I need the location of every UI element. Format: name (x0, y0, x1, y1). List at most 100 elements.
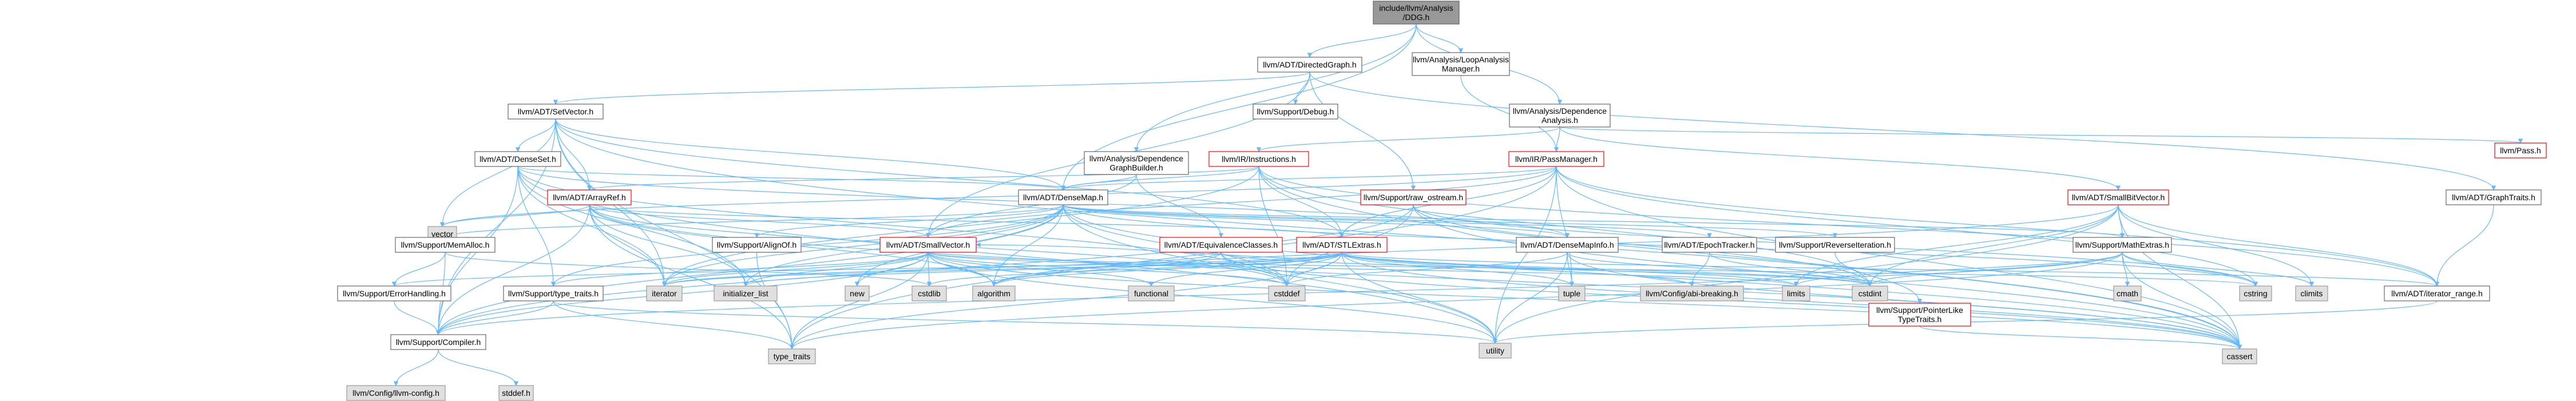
node-rawostream[interactable]: llvm/Support/raw_ostream.h (1360, 189, 1467, 205)
node-stlextras[interactable]: llvm/ADT/STLExtras.h (1296, 237, 1388, 253)
node-box-initlist[interactable] (714, 285, 778, 301)
node-configabi[interactable]: llvm/Config/abi-breaking.h (1640, 285, 1744, 301)
node-box-equivclasses[interactable] (1159, 237, 1283, 253)
node-cassert[interactable]: cassert (2222, 348, 2257, 364)
node-debug[interactable]: llvm/Support/Debug.h (1253, 104, 1338, 120)
node-box-llvmconfig[interactable] (346, 385, 446, 401)
node-cstddef[interactable]: cstddef (1268, 285, 1306, 301)
node-cstdlib[interactable]: cstdlib (911, 285, 947, 301)
node-box-rawostream[interactable] (1360, 189, 1467, 205)
node-box-densemap[interactable] (1018, 189, 1108, 205)
node-box-smallvector[interactable] (879, 237, 977, 253)
node-box-pointerlike[interactable] (1868, 303, 1971, 327)
node-typetraitsstd[interactable]: type_traits (768, 348, 816, 364)
node-epochtracker[interactable]: llvm/ADT/EpochTracker.h (1662, 237, 1757, 253)
node-box-memalloc[interactable] (395, 237, 496, 253)
node-errorhandling[interactable]: llvm/Support/ErrorHandling.h (337, 285, 451, 301)
node-box-algorithm[interactable] (972, 285, 1016, 301)
node-box-passmanager[interactable] (1508, 151, 1604, 167)
node-smallvector[interactable]: llvm/ADT/SmallVector.h (879, 237, 977, 253)
node-box-root[interactable] (1373, 1, 1460, 25)
node-box-mathextras[interactable] (2072, 237, 2172, 253)
node-box-limits[interactable] (1782, 285, 1810, 301)
node-box-tuple[interactable] (1558, 285, 1586, 301)
node-llvmconfig[interactable]: llvm/Config/llvm-config.h (346, 385, 446, 401)
node-box-setvector[interactable] (508, 104, 604, 120)
node-graphtraits[interactable]: llvm/ADT/GraphTraits.h (2446, 189, 2542, 205)
node-box-arrayref[interactable] (547, 189, 632, 205)
node-new[interactable]: new (845, 285, 870, 301)
node-box-climits[interactable] (2295, 285, 2328, 301)
node-box-cmath[interactable] (2113, 285, 2142, 301)
node-box-new[interactable] (845, 285, 870, 301)
node-box-compiler[interactable] (390, 334, 486, 350)
node-box-depgraphbuilder[interactable] (1084, 151, 1189, 175)
node-box-smallbitvector[interactable] (2067, 189, 2169, 205)
node-box-alignof[interactable] (712, 237, 802, 253)
node-box-errorhandling[interactable] (337, 285, 451, 301)
node-cstring[interactable]: cstring (2239, 285, 2272, 301)
node-box-cstring[interactable] (2239, 285, 2272, 301)
node-arrayref[interactable]: llvm/ADT/ArrayRef.h (547, 189, 632, 205)
node-limits[interactable]: limits (1782, 285, 1810, 301)
node-iterrange[interactable]: llvm/ADT/iterator_range.h (2384, 285, 2490, 301)
node-box-looppass[interactable] (1412, 52, 1510, 76)
node-box-cstdint[interactable] (1852, 285, 1888, 301)
node-compiler[interactable]: llvm/Support/Compiler.h (390, 334, 486, 350)
node-root[interactable]: include/llvm/Analysis/DDG.h (1373, 1, 1460, 25)
node-densemap[interactable]: llvm/ADT/DenseMap.h (1018, 189, 1108, 205)
node-box-iterrange[interactable] (2384, 285, 2490, 301)
node-box-iterator[interactable] (646, 285, 683, 301)
node-pass[interactable]: llvm/Pass.h (2494, 142, 2547, 158)
node-utility[interactable]: utility (1479, 343, 1512, 359)
node-functional[interactable]: functional (1128, 285, 1175, 301)
node-box-stddef[interactable] (498, 385, 534, 401)
node-label-stddef: stddef.h (502, 388, 530, 398)
node-box-configabi[interactable] (1640, 285, 1744, 301)
node-box-pass[interactable] (2494, 142, 2547, 158)
node-iterator[interactable]: iterator (646, 285, 683, 301)
node-initlist[interactable]: initializer_list (714, 285, 778, 301)
node-box-cassert[interactable] (2222, 348, 2257, 364)
node-box-depanalysis[interactable] (1509, 104, 1611, 128)
node-instructions[interactable]: llvm/IR/Instructions.h (1208, 151, 1309, 167)
node-typetraits[interactable]: llvm/Support/type_traits.h (503, 285, 604, 301)
node-memalloc[interactable]: llvm/Support/MemAlloc.h (395, 237, 496, 253)
node-box-epochtracker[interactable] (1662, 237, 1757, 253)
node-box-cstdlib[interactable] (911, 285, 947, 301)
node-climits[interactable]: climits (2295, 285, 2328, 301)
node-directedgraph[interactable]: llvm/ADT/DirectedGraph.h (1257, 57, 1362, 73)
node-box-stlextras[interactable] (1296, 237, 1388, 253)
node-alignof[interactable]: llvm/Support/AlignOf.h (712, 237, 802, 253)
node-mathextras[interactable]: llvm/Support/MathExtras.h (2072, 237, 2172, 253)
node-reverseiter[interactable]: llvm/Support/ReverseIteration.h (1775, 237, 1895, 253)
node-smallbitvector[interactable]: llvm/ADT/SmallBitVector.h (2067, 189, 2169, 205)
node-algorithm[interactable]: algorithm (972, 285, 1016, 301)
node-box-graphtraits[interactable] (2446, 189, 2542, 205)
node-cstdint[interactable]: cstdint (1852, 285, 1888, 301)
node-cmath[interactable]: cmath (2113, 285, 2142, 301)
node-box-typetraitsstd[interactable] (768, 348, 816, 364)
node-box-densesetnode[interactable] (474, 151, 561, 167)
node-densemapinfo[interactable]: llvm/ADT/DenseMapInfo.h (1516, 237, 1619, 253)
node-box-reverseiter[interactable] (1775, 237, 1895, 253)
node-passmanager[interactable]: llvm/IR/PassManager.h (1508, 151, 1604, 167)
node-box-functional[interactable] (1128, 285, 1175, 301)
node-box-typetraits[interactable] (503, 285, 604, 301)
node-box-directedgraph[interactable] (1257, 57, 1362, 73)
node-setvector[interactable]: llvm/ADT/SetVector.h (508, 104, 604, 120)
node-box-utility[interactable] (1479, 343, 1512, 359)
node-box-debug[interactable] (1253, 104, 1338, 120)
node-box-instructions[interactable] (1208, 151, 1309, 167)
node-densesetnode[interactable]: llvm/ADT/DenseSet.h (474, 151, 561, 167)
edge-smallvector-to-typetraits (550, 252, 929, 287)
node-box-densemapinfo[interactable] (1516, 237, 1619, 253)
node-equivclasses[interactable]: llvm/ADT/EquivalenceClasses.h (1159, 237, 1283, 253)
node-box-cstddef[interactable] (1268, 285, 1306, 301)
node-tuple[interactable]: tuple (1558, 285, 1586, 301)
node-stddef[interactable]: stddef.h (498, 385, 534, 401)
